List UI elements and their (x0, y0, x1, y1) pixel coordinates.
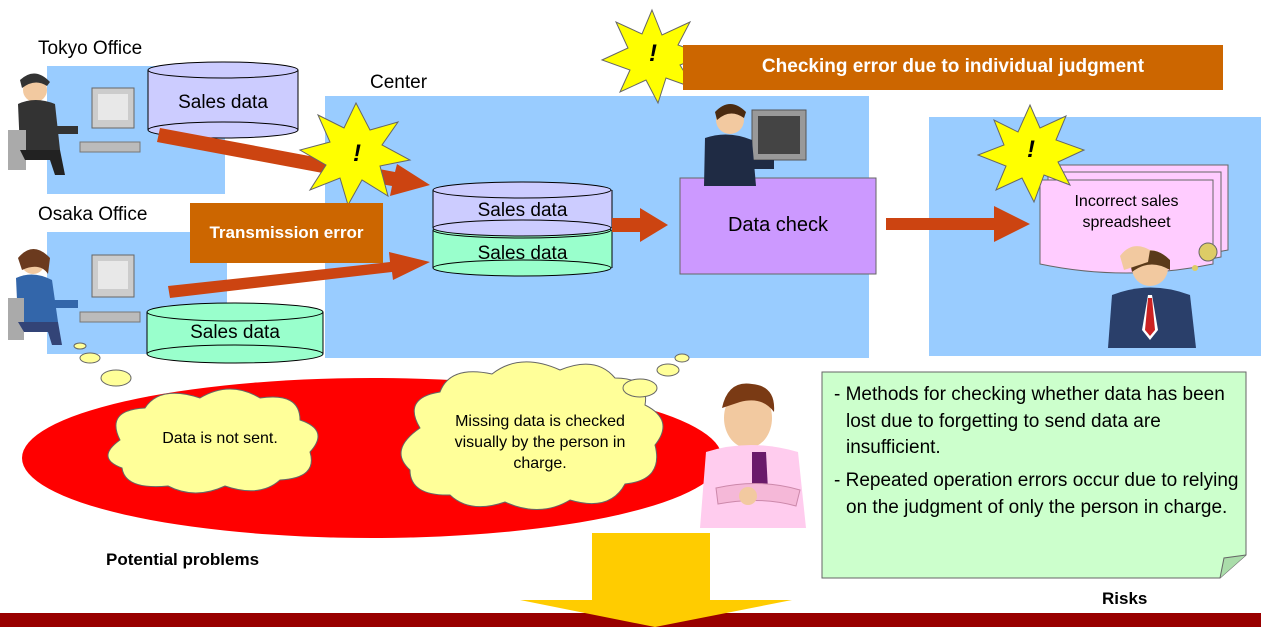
risk-item-1: - Methods for checking whether data has … (834, 384, 1225, 459)
risk-item-2: - Repeated operation errors occur due to… (834, 470, 1239, 518)
thought-bubble-not-sent (73, 342, 319, 494)
center-sales-data-top-text: Sales data (477, 200, 568, 221)
thinking-man-figure (700, 383, 806, 528)
spreadsheet-pages (1039, 164, 1229, 274)
osaka-office-label: Osaka Office (38, 204, 148, 225)
osaka-worker-figure (8, 249, 141, 345)
warning-symbol-judgment: ! (649, 40, 657, 67)
warning-symbol-center: ! (353, 140, 361, 167)
thought-bubble-missing (400, 353, 690, 511)
warning-starburst-judgment (600, 8, 707, 105)
down-arrow (520, 533, 792, 627)
center-sales-data-bottom-text: Sales data (477, 243, 568, 264)
osaka-sales-data-text: Sales data (190, 322, 280, 343)
tokyo-sales-data-text: Sales data (178, 92, 268, 113)
judgment-error-box: Checking error due to individual judgmen… (683, 45, 1223, 90)
tokyo-worker-figure (8, 73, 141, 175)
thought-not-sent-text: Data is not sent. (162, 430, 278, 447)
tokyo-sales-data-cylinder (147, 61, 299, 139)
transmission-error-box: Transmission error (190, 203, 383, 263)
tokyo-office-label: Tokyo Office (38, 38, 143, 59)
center-label: Center (370, 72, 428, 93)
thought-missing-text: Missing data is checked visually by the … (454, 413, 626, 472)
data-check-text: Data check (727, 214, 829, 236)
risks-caption: Risks (1102, 589, 1148, 608)
osaka-sales-data-cylinder (146, 302, 324, 364)
warning-symbol-spreadsheet: ! (1027, 136, 1035, 163)
center-sales-data-cylinder-top (432, 181, 613, 237)
spreadsheet-text: Incorrect sales spreadsheet (1074, 193, 1179, 231)
center-operator-figure (704, 104, 807, 186)
data-check-box (679, 177, 877, 275)
warning-starburst-spreadsheet (976, 103, 1086, 204)
potential-problems-caption: Potential problems (106, 550, 260, 569)
worried-man-figure (1108, 242, 1218, 348)
